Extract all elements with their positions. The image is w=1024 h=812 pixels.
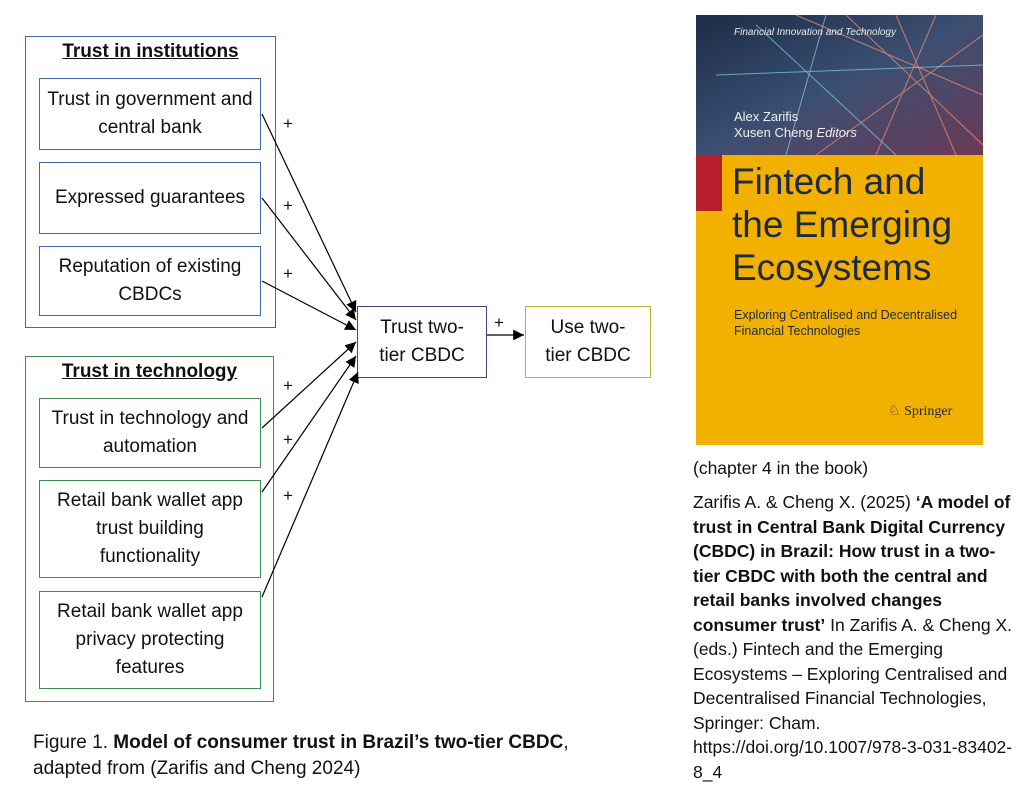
book-series: Financial Innovation and Technology	[734, 27, 896, 38]
book-editor-2: Xusen Cheng Editors	[734, 125, 857, 140]
publisher-name: Springer	[904, 404, 953, 419]
book-editor-2-name: Xusen Cheng	[734, 125, 813, 140]
chapter-note: (chapter 4 in the book)	[693, 458, 869, 478]
arrow-tech-to-trust	[261, 341, 357, 429]
book-subtitle-line-1: Exploring Centralised and Decentralised	[734, 308, 958, 322]
trust-in-institutions-group: Trust in institutions	[25, 36, 276, 328]
arrow-reputation-to-trust	[261, 280, 357, 331]
book-editors-label: Editors	[816, 125, 857, 140]
trust-in-technology-group: Trust in technology	[25, 356, 274, 702]
reference-details: In Zarifis A. & Cheng X. (eds.) Fintech …	[693, 614, 1013, 782]
reference-authors: Zarifis A. & Cheng X. (2025)	[693, 492, 916, 512]
book-cover: Financial Innovation and Technology Alex…	[696, 15, 983, 445]
book-title-line-3: Ecosystems	[732, 247, 932, 288]
springer-horse-icon: ♘	[888, 404, 901, 419]
box-trust-two-tier-cbdc: Trust two-tier CBDC	[357, 306, 487, 378]
technology-title: Trust in technology	[61, 361, 238, 382]
arrow-wallet-trust-to-trust	[261, 355, 357, 493]
caption-prefix: Figure 1.	[33, 732, 114, 753]
book-editor-1: Alex Zarifis	[734, 109, 799, 124]
book-title: Fintech and the Emerging Ecosystems	[732, 160, 952, 289]
box-use-two-tier-cbdc: Use two-tier CBDC	[525, 306, 651, 378]
book-title-line-2: the Emerging	[732, 204, 953, 245]
arrows-layer	[261, 113, 524, 598]
reference-chapter-title: ‘A model of trust in Central Bank Digita…	[693, 492, 1011, 635]
institutions-title: Trust in institutions	[62, 41, 239, 62]
plus-trust-to-use: +	[494, 313, 504, 332]
box-wallet-privacy-features: Retail bank wallet app privacy protectin…	[39, 591, 261, 689]
caption-suffix: , adapted from (Zarifis and Cheng 2024)	[33, 732, 569, 779]
plus-gov: +	[283, 114, 293, 133]
arrow-gov-to-trust	[261, 113, 357, 313]
caption-bold-title: Model of consumer trust in Brazil’s two-…	[113, 732, 564, 753]
box-expressed-guarantees: Expressed guarantees	[39, 162, 261, 234]
plus-wallet-trust: +	[283, 430, 293, 449]
publisher-logo: ♘ Springer	[888, 403, 952, 420]
plus-wallet-privacy: +	[283, 486, 293, 505]
arrow-guarantees-to-trust	[261, 197, 357, 321]
plus-reputation: +	[283, 264, 293, 283]
book-subtitle: Exploring Centralised and Decentralised …	[734, 307, 957, 339]
book-title-line-1: Fintech and	[732, 161, 926, 202]
arrow-wallet-privacy-to-trust	[261, 371, 359, 598]
plus-guarantees: +	[283, 196, 293, 215]
box-wallet-trust-functionality: Retail bank wallet app trust building fu…	[39, 480, 261, 578]
plus-tech: +	[283, 376, 293, 395]
box-government-trust: Trust in government and central bank	[39, 78, 261, 150]
box-reputation-cbdcs: Reputation of existing CBDCs	[39, 246, 261, 316]
figure-caption: Figure 1. Model of consumer trust in Bra…	[33, 730, 633, 782]
reference-text: Zarifis A. & Cheng X. (2025) ‘A model of…	[693, 490, 1018, 784]
book-subtitle-line-2: Financial Technologies	[734, 324, 861, 338]
box-technology-trust: Trust in technology and automation	[39, 398, 261, 468]
book-cover-art	[696, 15, 983, 445]
